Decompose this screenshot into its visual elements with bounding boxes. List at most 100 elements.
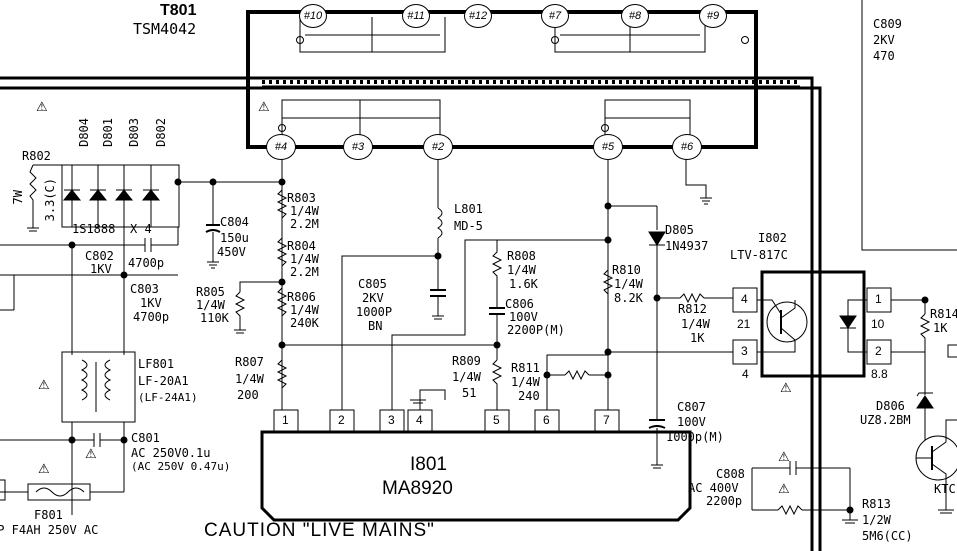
ground-bus-inner bbox=[0, 86, 822, 551]
i801-ic-body bbox=[260, 430, 692, 522]
warning-icon: ⚠ bbox=[258, 100, 270, 115]
q-partial-label: KTC bbox=[934, 482, 956, 496]
pin-12: #12 bbox=[464, 4, 492, 28]
pin-10: #10 bbox=[299, 4, 327, 28]
r813-resistor bbox=[777, 504, 803, 516]
pin-4: #4 bbox=[266, 134, 296, 160]
c801-ref: C801 bbox=[131, 431, 160, 445]
warning-icon: ⚠ bbox=[36, 100, 48, 115]
r805-resistor bbox=[234, 291, 246, 330]
c802-val: 4700p bbox=[128, 256, 165, 270]
winding-bottom-right bbox=[604, 99, 691, 140]
c809-val: 470 bbox=[873, 49, 895, 63]
r814-ref: R814 bbox=[930, 307, 957, 321]
winding-bottom-left bbox=[281, 99, 441, 140]
r802-resistor bbox=[29, 164, 37, 228]
d805-val: 1N4937 bbox=[665, 239, 709, 253]
pin-7: #7 bbox=[541, 4, 569, 28]
r807-w: 1/4W bbox=[235, 372, 264, 386]
r804-ref: R804 bbox=[287, 239, 316, 253]
r803-val: 2.2M bbox=[290, 217, 319, 231]
c801-alt: (AC 250V 0.47u) bbox=[131, 460, 231, 473]
r806-w: 1/4W bbox=[290, 303, 319, 317]
pin-3: #3 bbox=[343, 134, 373, 160]
i801-ref: I801 bbox=[410, 454, 447, 475]
pin-5: #5 bbox=[593, 134, 623, 160]
l801-inductor bbox=[437, 207, 443, 239]
c805-val: 1000P bbox=[356, 305, 393, 319]
c803-v: 1KV bbox=[140, 296, 162, 310]
r804-resistor bbox=[276, 237, 288, 267]
diode-part: 1S1888 bbox=[72, 222, 116, 236]
r812-resistor bbox=[679, 292, 705, 304]
r805-w: 1/4W bbox=[196, 298, 225, 312]
r809-w: 1/4W bbox=[452, 370, 481, 384]
r811-ref: R811 bbox=[511, 361, 540, 375]
opto-pin-4b: 4 bbox=[742, 367, 749, 381]
r812-w: 1/4W bbox=[681, 317, 710, 331]
r807-val: 200 bbox=[237, 388, 259, 402]
i802-ref: I802 bbox=[758, 231, 787, 245]
bridge-rectifier bbox=[61, 164, 180, 228]
c808-val: 2200p bbox=[706, 494, 743, 508]
warning-icon: ⚠ bbox=[780, 381, 792, 396]
warning-icon: ⚠ bbox=[38, 378, 50, 393]
r810-ref: R810 bbox=[612, 263, 641, 277]
c805-ref: C805 bbox=[358, 277, 387, 291]
pin-11: #11 bbox=[402, 4, 430, 28]
opto-pin-21: 21 bbox=[737, 317, 751, 331]
r813-w: 1/2W bbox=[862, 513, 891, 527]
d803-ref: D803 bbox=[127, 118, 141, 147]
c805-v: 2KV bbox=[362, 291, 384, 305]
d805-ref: D805 bbox=[665, 223, 694, 237]
i802-model: LTV-817C bbox=[730, 248, 788, 262]
r807-ref: R807 bbox=[235, 355, 264, 369]
i801-pin-3: 3 bbox=[388, 413, 395, 427]
r810-resistor bbox=[602, 269, 614, 295]
r809-val: 51 bbox=[462, 386, 477, 400]
opto-pin-3: 3 bbox=[741, 344, 748, 358]
r814-resistor bbox=[891, 313, 931, 353]
pin-8: #8 bbox=[621, 4, 649, 28]
opto-pin-10: 10 bbox=[871, 317, 885, 331]
r811-resistor bbox=[564, 369, 590, 381]
r802-power: 7W bbox=[11, 190, 25, 205]
l801-val: MD-5 bbox=[454, 219, 483, 233]
r803-w: 1/4W bbox=[290, 204, 319, 218]
d801-ref: D801 bbox=[101, 118, 115, 147]
r810-w: 1/4W bbox=[614, 277, 643, 291]
secondary-box bbox=[861, 0, 957, 251]
opto-led bbox=[839, 315, 857, 329]
r809-resistor bbox=[491, 359, 503, 410]
r804-val: 2.2M bbox=[290, 265, 319, 279]
warning-icon: ⚠ bbox=[85, 447, 97, 462]
i802-opto-outline bbox=[760, 270, 866, 378]
ground-bus-outer bbox=[0, 76, 814, 551]
c807-val: 1000p(M) bbox=[666, 430, 724, 444]
d805-diode bbox=[648, 231, 666, 246]
lf801-alt: (LF-24A1) bbox=[138, 391, 198, 404]
r808-w: 1/4W bbox=[507, 263, 536, 277]
r812-ref: R812 bbox=[678, 302, 707, 316]
c802-v: 1KV bbox=[90, 262, 112, 276]
d804-ref: D804 bbox=[77, 118, 91, 147]
i801-pin-7: 7 bbox=[603, 413, 610, 427]
warning-icon: ⚠ bbox=[778, 450, 790, 465]
r804-w: 1/4W bbox=[290, 252, 319, 266]
opto-pin-1: 1 bbox=[875, 292, 882, 306]
c804-ref: C804 bbox=[220, 215, 249, 229]
opto-transistor bbox=[766, 301, 808, 343]
f801-fuse bbox=[27, 483, 91, 501]
r802-ref: R802 bbox=[22, 149, 51, 163]
i801-pin-4: 4 bbox=[416, 413, 423, 427]
pin-9: #9 bbox=[699, 4, 727, 28]
warning-icon: ⚠ bbox=[778, 482, 790, 497]
r811-val: 240 bbox=[518, 389, 540, 403]
opto-pin-88: 8.8 bbox=[871, 367, 888, 381]
c808-v: AC 400V bbox=[688, 481, 739, 495]
transformer-model: TSM4042 bbox=[133, 20, 197, 38]
warning-icon: ⚠ bbox=[38, 462, 50, 477]
r813-val: 5M6(CC) bbox=[862, 529, 913, 543]
r803-ref: R803 bbox=[287, 191, 316, 205]
r807-resistor bbox=[276, 359, 288, 389]
